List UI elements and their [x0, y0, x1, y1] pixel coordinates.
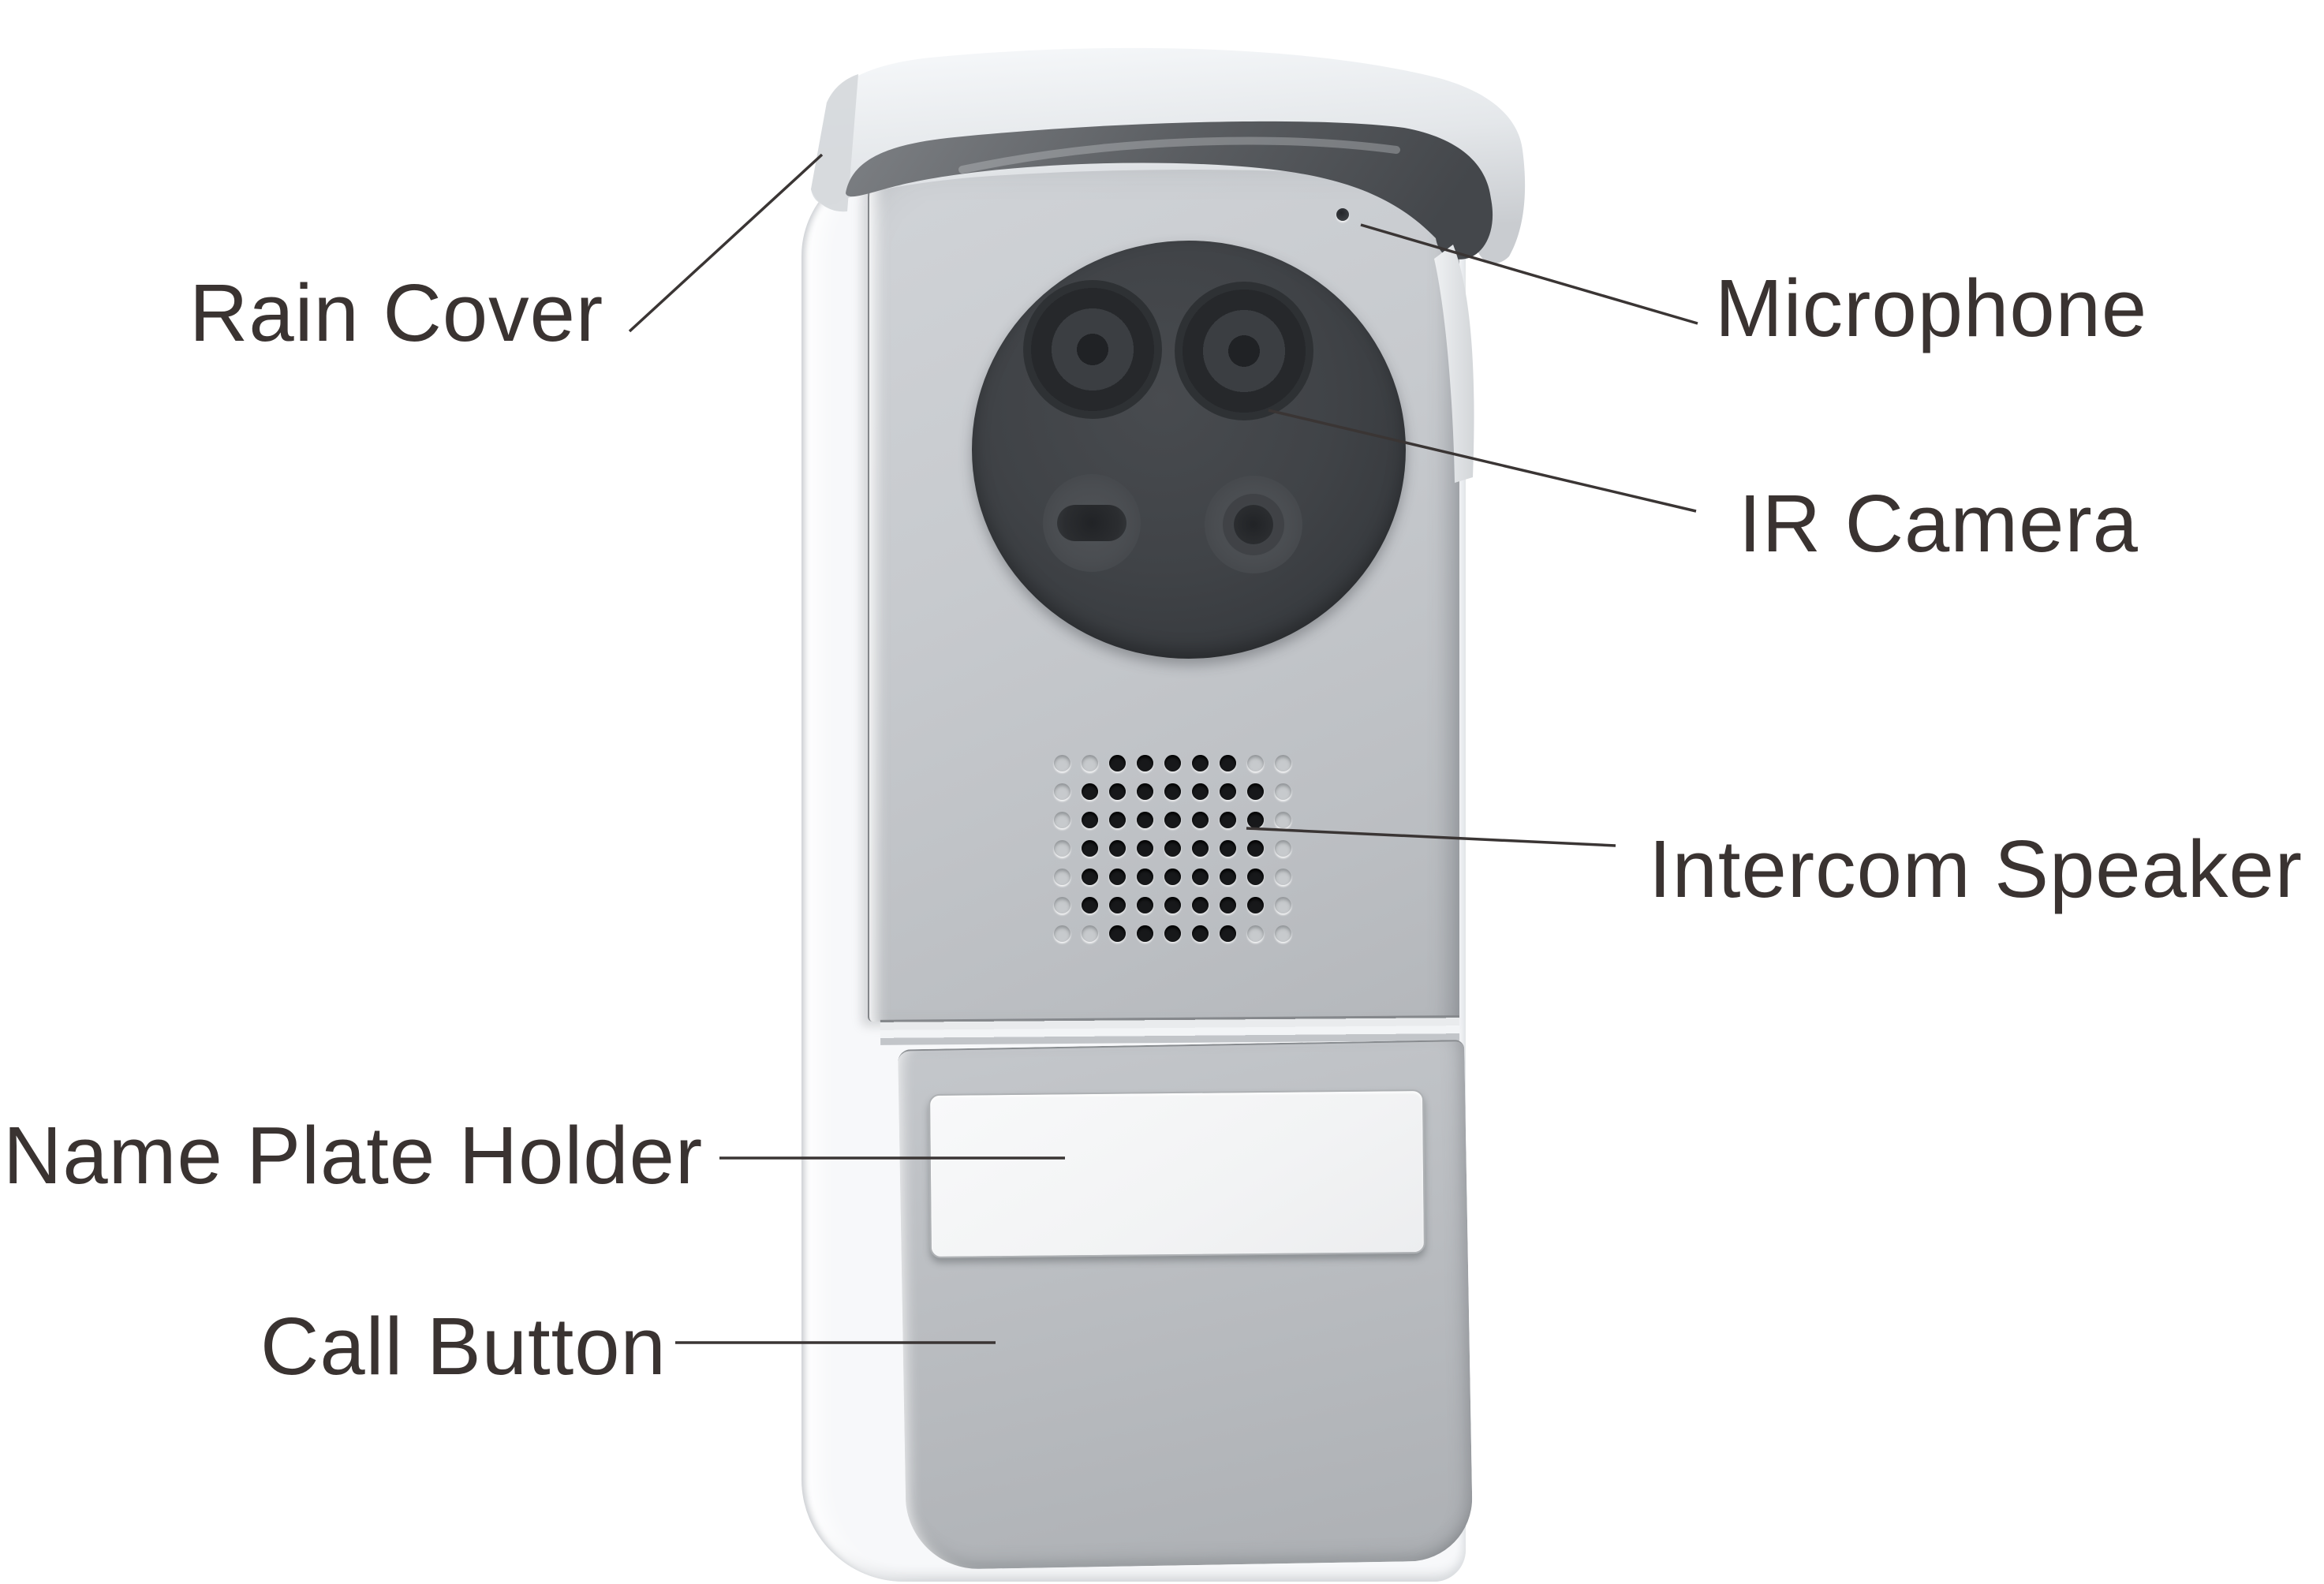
grille-hole — [1247, 812, 1264, 828]
grille-hole — [1164, 840, 1181, 857]
grille-hole — [1164, 869, 1181, 885]
rain-cover-underside — [846, 121, 1493, 260]
grille-hole — [1164, 897, 1181, 913]
label-ir-camera: IR Camera — [1739, 478, 2139, 569]
label-microphone: Microphone — [1715, 263, 2148, 353]
label-name-plate-holder: Name Plate Holder — [3, 1110, 704, 1201]
label-intercom-speaker: Intercom Speaker — [1649, 824, 2303, 914]
grille-hole — [1137, 840, 1153, 857]
camera-lens-left-icon — [1023, 280, 1162, 419]
grille-hole — [1192, 925, 1209, 942]
ir-led-right-icon — [1205, 476, 1302, 573]
leader-line-microphone — [1360, 223, 1698, 325]
grille-hole — [1220, 897, 1236, 913]
grille-hole-embossed — [1275, 812, 1291, 828]
grille-hole-embossed — [1247, 925, 1264, 942]
leader-line-rain-cover — [628, 153, 824, 333]
grille-hole — [1164, 812, 1181, 828]
grille-hole-embossed — [1054, 783, 1070, 800]
grille-hole-embossed — [1275, 897, 1291, 913]
grille-hole — [1220, 812, 1236, 828]
grille-hole-embossed — [1275, 869, 1291, 885]
camera-window — [972, 241, 1406, 659]
grille-hole-embossed — [1054, 869, 1070, 885]
grille-hole — [1082, 812, 1098, 828]
grille-hole — [1247, 869, 1264, 885]
grille-hole — [1137, 925, 1153, 942]
grille-hole — [1137, 869, 1153, 885]
grille-hole — [1192, 869, 1209, 885]
rain-cover-hood — [811, 47, 1526, 483]
grille-hole — [1109, 812, 1126, 828]
grille-hole — [1192, 812, 1209, 828]
grille-hole — [1109, 755, 1126, 771]
grille-hole — [1109, 783, 1126, 800]
grille-hole — [1220, 783, 1236, 800]
camera-lens-right-icon — [1175, 282, 1313, 420]
grille-hole — [1082, 869, 1098, 885]
grille-hole — [1109, 840, 1126, 857]
grille-hole — [1192, 897, 1209, 913]
grille-hole — [1247, 897, 1264, 913]
grille-hole-embossed — [1275, 925, 1291, 942]
grille-hole — [1109, 897, 1126, 913]
microphone-hole-icon — [1336, 208, 1349, 221]
rain-cover-sheen — [958, 136, 1400, 174]
grille-hole — [1082, 897, 1098, 913]
grille-hole-embossed — [1054, 812, 1070, 828]
grille-hole — [1137, 783, 1153, 800]
grille-hole — [1137, 812, 1153, 828]
grille-hole — [1192, 783, 1209, 800]
grille-hole — [1220, 840, 1236, 857]
grille-hole-embossed — [1054, 840, 1070, 857]
grille-hole — [1082, 840, 1098, 857]
grille-hole — [1109, 869, 1126, 885]
grille-hole — [1192, 755, 1209, 771]
grille-hole — [1137, 897, 1153, 913]
grille-hole — [1247, 783, 1264, 800]
leader-line-ir-camera — [1268, 409, 1697, 513]
grille-hole-embossed — [1054, 897, 1070, 913]
grille-hole-embossed — [1275, 840, 1291, 857]
grille-hole-embossed — [1247, 755, 1264, 771]
grille-hole-embossed — [1082, 755, 1098, 771]
label-rain-cover: Rain Cover — [189, 267, 604, 358]
rain-cover-side-wall — [1434, 245, 1474, 483]
label-call-button: Call Button — [260, 1301, 667, 1392]
speaker-grille — [1054, 755, 1291, 942]
grille-hole-embossed — [1054, 925, 1070, 942]
grille-hole — [1109, 925, 1126, 942]
ir-led-left-icon — [1043, 474, 1141, 572]
grille-hole — [1247, 840, 1264, 857]
grille-hole-embossed — [1275, 783, 1291, 800]
grille-hole — [1164, 925, 1181, 942]
grille-hole — [1220, 755, 1236, 771]
grille-hole — [1082, 783, 1098, 800]
grille-hole — [1220, 925, 1236, 942]
grille-hole-embossed — [1275, 755, 1291, 771]
grille-hole — [1192, 840, 1209, 857]
rain-cover-left-facet — [811, 74, 858, 212]
grille-hole — [1164, 783, 1181, 800]
grille-hole-embossed — [1054, 755, 1070, 771]
grille-hole — [1220, 869, 1236, 885]
grille-hole — [1137, 755, 1153, 771]
leader-line-intercom-speaker — [1246, 827, 1616, 847]
grille-hole-embossed — [1082, 925, 1098, 942]
grille-hole — [1164, 755, 1181, 771]
